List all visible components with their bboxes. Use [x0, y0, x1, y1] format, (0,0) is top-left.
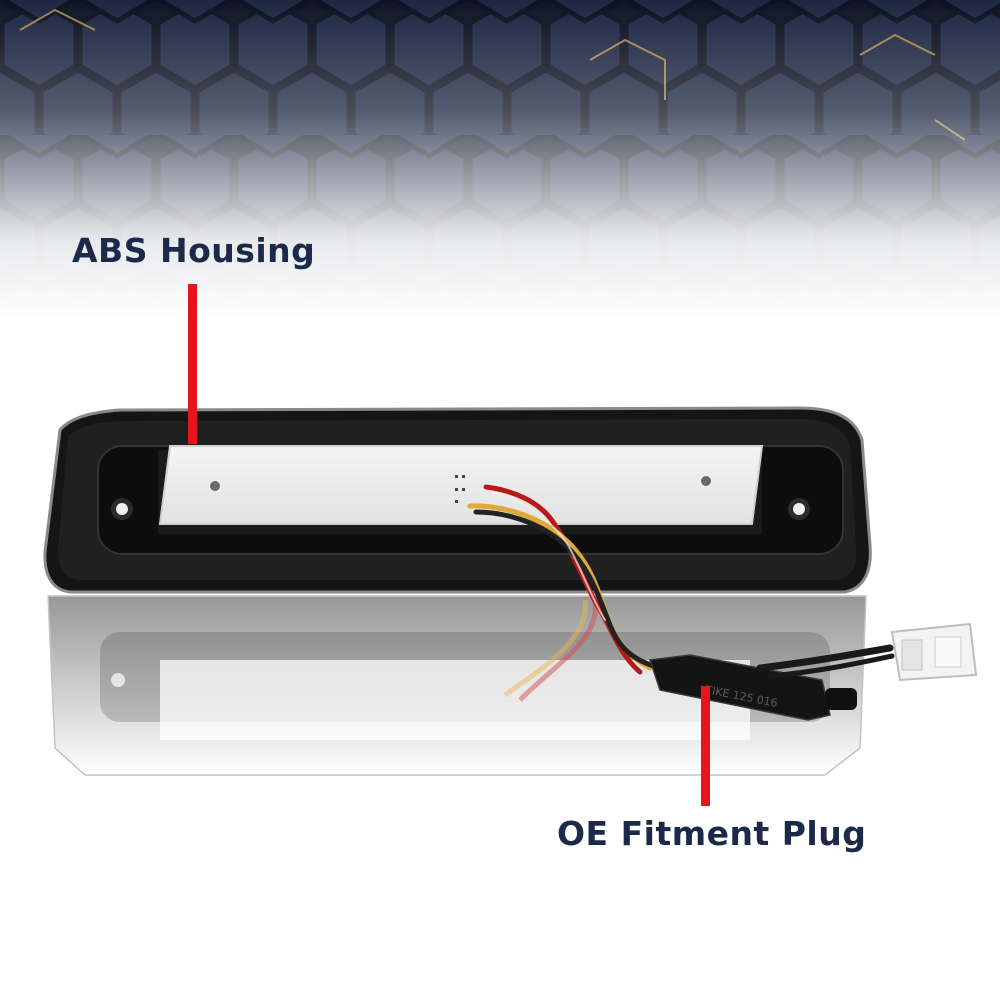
oe-plug-connector: [890, 622, 978, 682]
mirror-reflection: [47, 595, 867, 776]
hexagon-background: [0, 0, 1000, 320]
housing-pointer-line: [188, 284, 197, 444]
plug-pointer-line: [701, 686, 710, 806]
abs-housing-label: ABS Housing: [72, 231, 316, 270]
oe-fitment-plug-label: OE Fitment Plug: [557, 814, 867, 853]
